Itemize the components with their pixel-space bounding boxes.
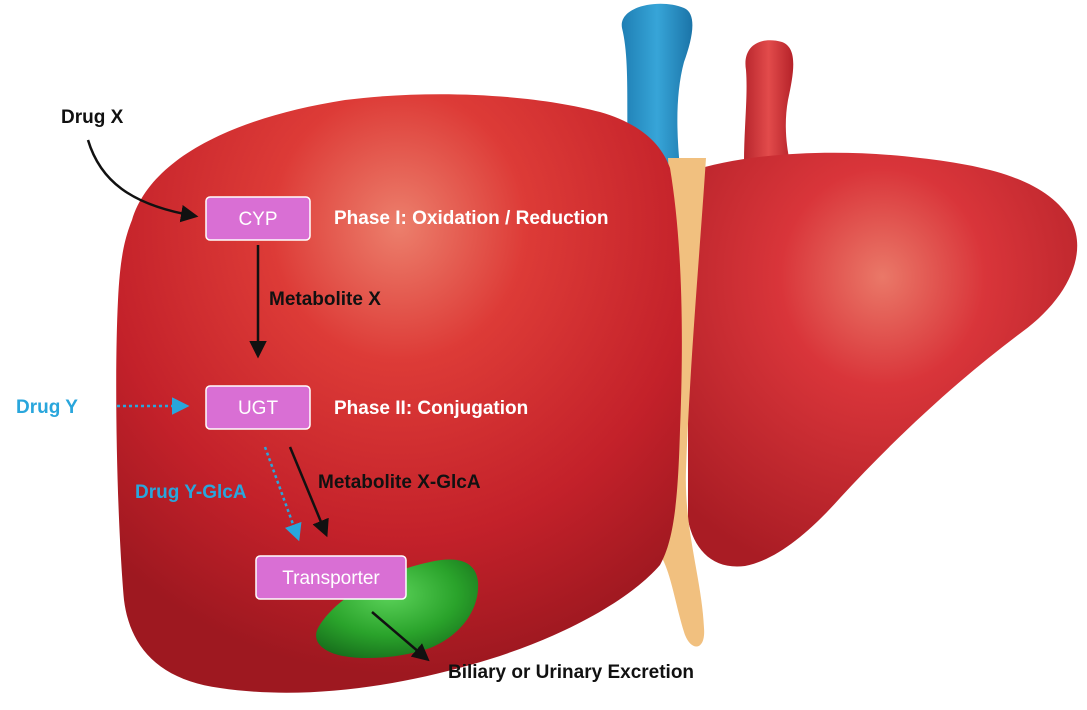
- metabolite-x-glca-label: Metabolite X-GlcA: [318, 472, 481, 493]
- metabolite-x-label: Metabolite X: [269, 289, 381, 310]
- arrow-transporter-to-excretion: [371, 611, 430, 662]
- phase2-label: Phase II: Conjugation: [334, 398, 528, 419]
- ugt-box: [205, 385, 311, 430]
- hepatic-vein-shape: [621, 3, 693, 169]
- ugt-label: UGT: [238, 398, 279, 419]
- hepatic-artery-shape: [744, 40, 794, 162]
- phase1-label: Phase I: Oxidation / Reduction: [334, 208, 608, 229]
- arrow-ugt-to-transporter-blue: [263, 446, 302, 542]
- transporter-label: Transporter: [282, 568, 380, 589]
- drug-x-label: Drug X: [61, 107, 124, 128]
- drug-y-label: Drug Y: [16, 397, 78, 418]
- cyp-box: [205, 196, 311, 241]
- liver-left-lobe: [116, 94, 682, 693]
- cyp-label: CYP: [238, 209, 277, 230]
- drug-y-glca-label: Drug Y-GlcA: [135, 482, 247, 503]
- liver-right-lobe: [688, 152, 1078, 567]
- excretion-label: Biliary or Urinary Excretion: [448, 662, 694, 683]
- arrow-ugt-to-transporter-black: [288, 446, 329, 538]
- arrow-drug-x-to-cyp: [86, 139, 199, 223]
- transporter-box: [255, 555, 407, 600]
- gallbladder-shape: [316, 559, 479, 659]
